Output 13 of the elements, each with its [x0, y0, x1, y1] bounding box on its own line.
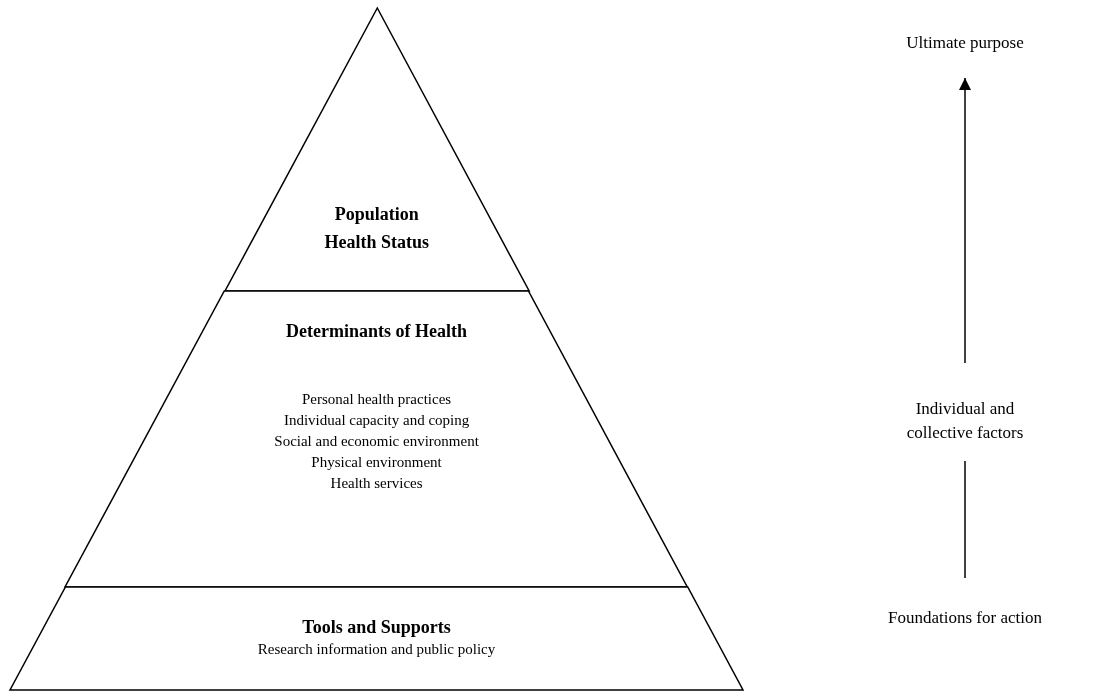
side-label: Individual and collective factors — [905, 398, 1025, 444]
band-text: Research information and public policy — [257, 640, 496, 659]
band-heading: Determinants of Health — [286, 320, 468, 343]
band-text: Health services — [330, 474, 423, 493]
band-heading: Population Health Status — [323, 203, 431, 254]
arrow — [959, 77, 971, 364]
band-text: Individual capacity and coping — [283, 411, 470, 430]
band-heading: Tools and Supports — [302, 616, 451, 639]
side-label: Foundations for action — [888, 607, 1042, 629]
band-text: Physical environment — [311, 453, 442, 472]
band-text: Social and economic environment — [274, 432, 479, 451]
band-text: Personal health practices — [302, 390, 452, 409]
side-label: Ultimate purpose — [906, 32, 1024, 54]
